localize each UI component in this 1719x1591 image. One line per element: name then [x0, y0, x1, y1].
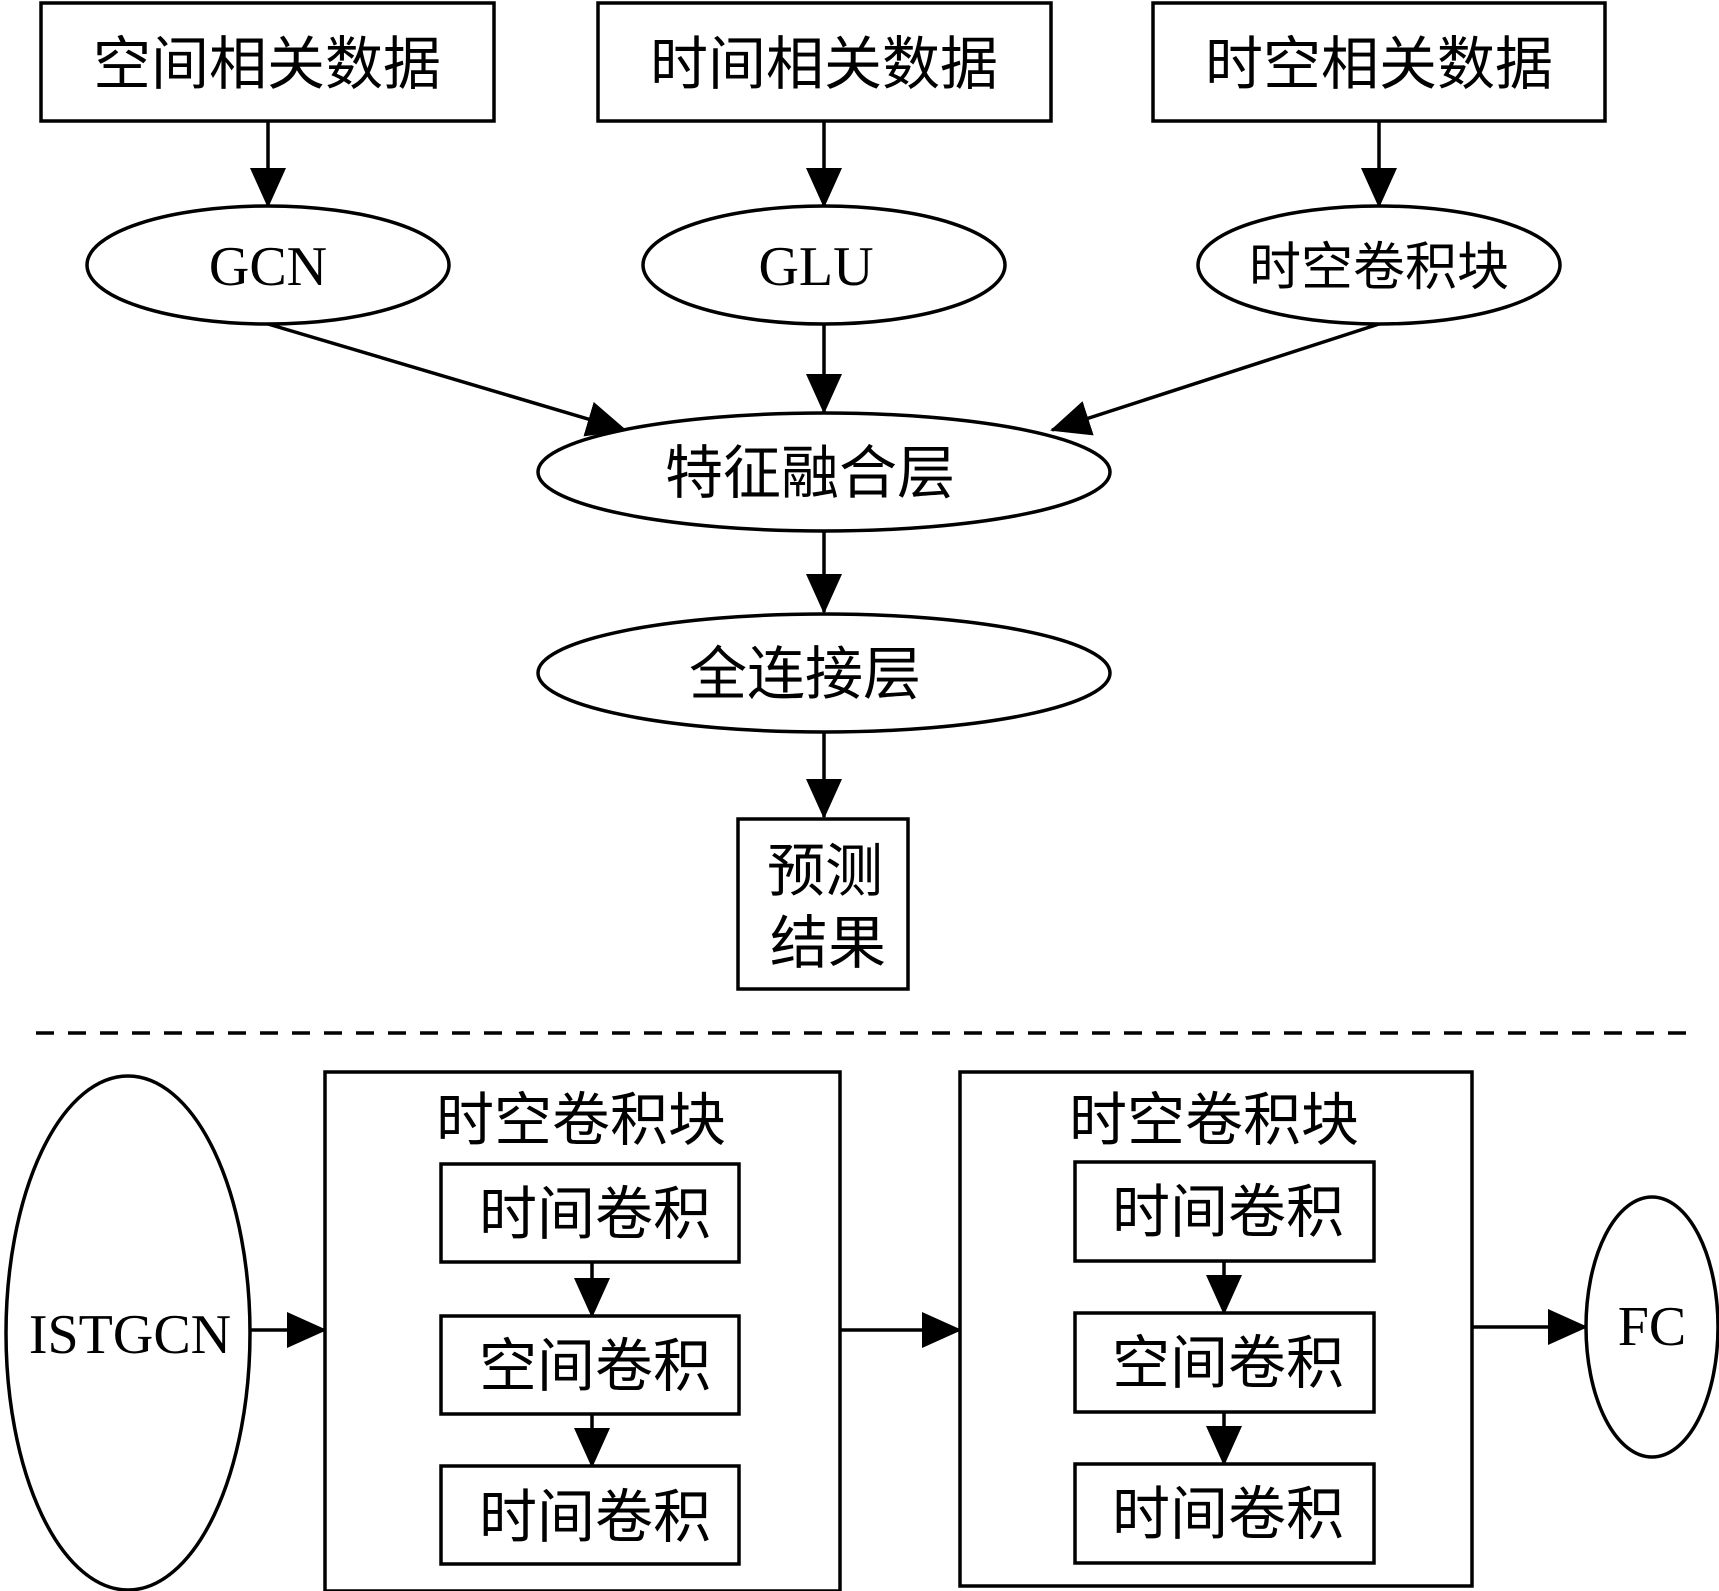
fc-node-label: FC [1618, 1296, 1687, 1358]
fc-node: FC [1584, 1195, 1719, 1459]
input-temporal-data-label: 时间相关数据 [650, 30, 998, 98]
st-conv-block-2-title: 时空卷积块 [1069, 1086, 1359, 1154]
block-2-spatial-conv-label: 空间卷积 [1112, 1329, 1344, 1397]
module-st-conv-block-label: 时空卷积块 [1249, 238, 1509, 298]
module-glu-label: GLU [758, 236, 873, 298]
feature-fusion-layer-label: 特征融合层 [665, 439, 955, 507]
module-st-conv-block: 时空卷积块 [1196, 204, 1562, 326]
input-spatial-data: 空间相关数据 [39, 1, 496, 123]
prediction-result-line2: 结果 [770, 909, 886, 977]
module-gcn: GCN [85, 204, 451, 326]
module-gcn-label: GCN [209, 236, 327, 298]
block-2-spatial-conv: 空间卷积 [1073, 1311, 1376, 1414]
block-1-temporal-conv-2-label: 时间卷积 [479, 1483, 711, 1551]
st-conv-block-1-title: 时空卷积块 [436, 1086, 726, 1154]
st-conv-block-1: 时空卷积块 时间卷积 空间卷积 时间卷积 [323, 1070, 842, 1591]
prediction-result-line1: 预测 [767, 837, 883, 905]
arrow-gcn-to-fusion [267, 322, 627, 437]
input-spatiotemporal-data: 时空相关数据 [1151, 1, 1607, 123]
istgcn-model: ISTGCN [4, 1074, 252, 1591]
fully-connected-layer: 全连接层 [536, 612, 1112, 734]
block-2-temporal-conv-2-label: 时间卷积 [1112, 1480, 1344, 1548]
fully-connected-layer-label: 全连接层 [689, 640, 921, 708]
input-temporal-data: 时间相关数据 [596, 1, 1053, 123]
block-2-temporal-conv-1-label: 时间卷积 [1112, 1178, 1344, 1246]
arrow-stblock-to-fusion [1050, 322, 1380, 436]
input-spatial-data-label: 空间相关数据 [93, 30, 441, 98]
istgcn-model-label: ISTGCN [29, 1304, 231, 1366]
block-1-temporal-conv-1-label: 时间卷积 [479, 1180, 711, 1248]
block-2-temporal-conv-2: 时间卷积 [1073, 1462, 1376, 1565]
st-conv-block-2: 时空卷积块 时间卷积 空间卷积 时间卷积 [958, 1070, 1474, 1588]
block-2-temporal-conv-1: 时间卷积 [1073, 1160, 1376, 1263]
block-1-spatial-conv-label: 空间卷积 [479, 1332, 711, 1400]
input-spatiotemporal-data-label: 时空相关数据 [1205, 30, 1553, 98]
block-1-spatial-conv: 空间卷积 [439, 1314, 741, 1416]
module-glu: GLU [641, 204, 1007, 326]
block-1-temporal-conv-2: 时间卷积 [439, 1464, 741, 1566]
block-1-temporal-conv-1: 时间卷积 [439, 1162, 741, 1264]
prediction-result: 预测 结果 [736, 817, 910, 991]
feature-fusion-layer: 特征融合层 [536, 411, 1112, 533]
